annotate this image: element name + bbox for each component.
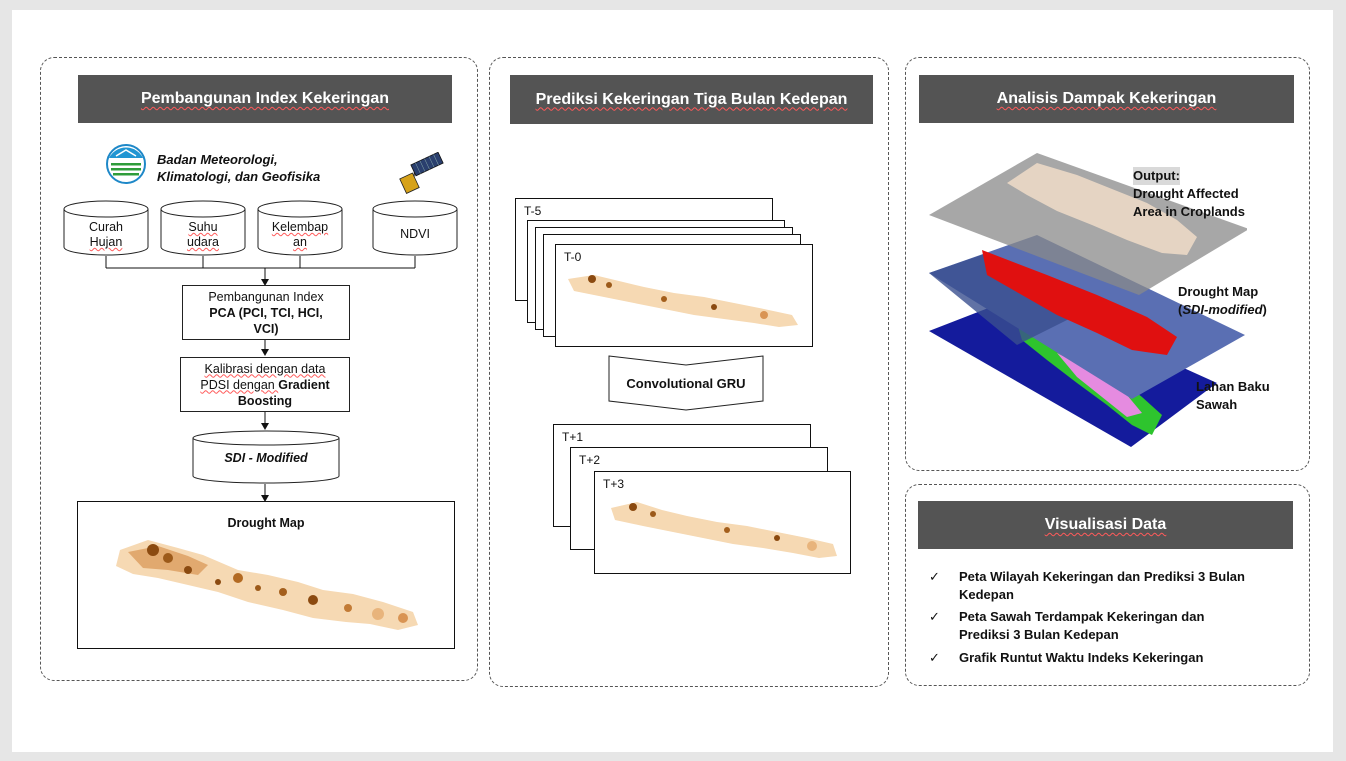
prediction-panel [489, 57, 889, 687]
impact-analysis-panel [905, 57, 1310, 471]
lahan-baku-label: Lahan Baku Sawah [1196, 378, 1270, 414]
input-label-line: an [293, 235, 307, 249]
left-flow-connectors [105, 256, 416, 502]
frame-label-t5: T-5 [524, 204, 542, 218]
input-curah-hujan: Curah Hujan [63, 200, 149, 256]
satellite-icon [386, 151, 454, 198]
visualization-header: Visualisasi Data [918, 501, 1293, 549]
pca-index-box: Pembangunan Index PCA (PCI, TCI, HCI, VC… [182, 285, 350, 340]
calibration-box: Kalibrasi dengan data PDSI dengan Gradie… [180, 357, 350, 412]
calib-line-3: Boosting [237, 393, 293, 408]
checkmark-icon: ✓ [929, 609, 940, 624]
convolutional-gru-block: Convolutional GRU [608, 355, 764, 411]
bullet-line: Peta Wilayah Kekeringan dan Prediksi 3 B… [959, 569, 1245, 584]
output-line-2: Area in Croplands [1133, 204, 1245, 219]
drought-map-layer-label: Drought Map (SDI-modified) [1178, 283, 1267, 319]
bullet-line: Peta Sawah Terdampak Kekeringan dan [959, 609, 1205, 624]
pca-line-2: PCA (PCI, TCI, HCI, [209, 305, 323, 320]
frame-label-t0: T-0 [564, 250, 582, 264]
calib-line-1: Kalibrasi dengan data [204, 361, 326, 376]
bmkg-agency-name: Badan Meteorologi, Klimatologi, dan Geof… [157, 151, 320, 185]
input-label-line: Suhu [188, 220, 218, 234]
drought-map-line-1: Drought Map [1178, 284, 1259, 299]
bullet-item: ✓ Grafik Runtut Waktu Indeks Kekeringan [929, 649, 1204, 667]
pca-line-3: VCI) [253, 321, 279, 336]
frame-map-image [568, 275, 798, 327]
java-drought-map-image [116, 540, 418, 630]
bmkg-logo-icon [106, 144, 146, 184]
input-label-line: udara [187, 235, 219, 249]
bullet-line: Kedepan [959, 587, 1014, 602]
pca-line-1: Pembangunan Index [208, 289, 324, 304]
prediction-header: Prediksi Kekeringan Tiga Bulan Kedepan [510, 75, 873, 124]
drought-map-line-2: (SDI-modified) [1178, 302, 1267, 317]
frame-label-t1: T+1 [562, 430, 584, 444]
slide-canvas: Pembangunan Index Kekeringan Badan Meteo… [12, 10, 1333, 752]
lahan-line-1: Lahan Baku [1196, 379, 1270, 394]
calib-line-2a: PDSI dengan [200, 377, 279, 392]
bullet-line: Prediksi 3 Bulan Kedepan [959, 627, 1119, 642]
calib-line-2b: Gradient [278, 377, 330, 392]
input-label-line: Kelembap [271, 220, 329, 234]
input-suhu-udara: Suhu udara [160, 200, 246, 256]
index-building-header: Pembangunan Index Kekeringan [78, 75, 452, 123]
impact-analysis-header: Analisis Dampak Kekeringan [919, 75, 1294, 123]
index-building-panel [40, 57, 478, 681]
bullet-line: Grafik Runtut Waktu Indeks Kekeringan [959, 650, 1204, 665]
output-line-1: Drought Affected [1133, 186, 1239, 201]
output-title: Output: [1133, 167, 1180, 185]
output-label: Output: Drought Affected Area in Croplan… [1133, 167, 1245, 221]
visualization-title: Visualisasi Data [1044, 516, 1167, 533]
agency-line-2: Klimatologi, dan Geofisika [157, 169, 321, 184]
frame-map-image [611, 502, 837, 558]
index-building-title: Pembangunan Index Kekeringan [140, 90, 390, 107]
lahan-line-2: Sawah [1196, 397, 1238, 412]
visualization-panel [905, 484, 1310, 686]
drought-map-box: Drought Map [77, 501, 455, 649]
drought-map-line-2-text: SDI-modified [1182, 302, 1263, 317]
calib-line-2: PDSI dengan Gradient [200, 377, 329, 393]
drought-map-label: Drought Map [227, 516, 305, 530]
bullet-item: ✓ Peta Wilayah Kekeringan dan Prediksi 3… [929, 568, 1245, 604]
bullet-item: ✓ Peta Sawah Terdampak Kekeringan dan Pr… [929, 608, 1205, 644]
input-ndvi: NDVI [372, 200, 458, 256]
input-label-line: Curah [88, 220, 124, 234]
input-label-line: NDVI [400, 227, 430, 241]
frame-label-t3: T+3 [603, 477, 625, 491]
sdi-modified-store: SDI - Modified [192, 430, 340, 484]
layered-maps-image [929, 153, 1247, 447]
input-frame-t0: T-0 [555, 244, 813, 347]
checkmark-icon: ✓ [929, 650, 940, 665]
agency-line-1: Badan Meteorologi, [157, 152, 278, 167]
output-frame-t3: T+3 [594, 471, 851, 574]
sdi-label: SDI - Modified [224, 451, 308, 465]
frame-label-t2: T+2 [579, 453, 601, 467]
impact-analysis-title: Analisis Dampak Kekeringan [996, 90, 1217, 107]
model-label: Convolutional GRU [626, 376, 746, 391]
checkmark-icon: ✓ [929, 569, 940, 584]
prediction-title: Prediksi Kekeringan Tiga Bulan Kedepan [535, 90, 848, 108]
input-label-line: Hujan [89, 235, 123, 249]
input-kelembapan: Kelembap an [257, 200, 343, 256]
